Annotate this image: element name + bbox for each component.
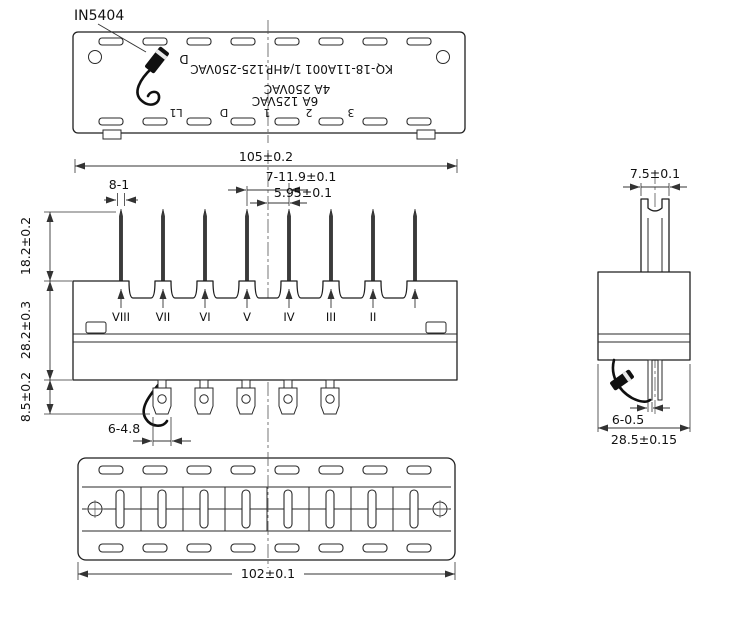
side-pin-channel [640, 198, 670, 272]
dim-terminal-thickness-group: 6-0.5 [612, 402, 670, 427]
dim-pin-height-group: 18.2±0.2 [18, 211, 116, 282]
top-mount-clip-right [416, 129, 436, 140]
dim-terminal-width-group: 6-4.8 [108, 417, 191, 446]
diode-icon [145, 46, 169, 74]
front-view: 105±0.2 8-1 7-11.9±0. [18, 149, 458, 448]
dim-depth-group: 28.5±0.15 [597, 364, 691, 447]
bottom-dividers [140, 487, 394, 531]
pin-label-vii: VII [156, 310, 171, 324]
diode-part-label: IN5404 [74, 8, 124, 24]
top-hole-right [436, 50, 450, 64]
front-wire [142, 382, 169, 427]
print-rating-hp: 1/4HP.125-250VAC [190, 62, 301, 76]
front-clip-left [85, 321, 107, 334]
dim-pin-pitch-group: 7-11.9±0.1 [228, 169, 336, 206]
side-body-outline [597, 271, 691, 361]
pin-label-iii: III [326, 310, 336, 324]
pin-label-ii: II [370, 310, 377, 324]
top-print-rotated: D KQ-18-11A001 1/4HP.125-250VAC 4A 250VA… [169, 52, 393, 119]
diode-leader-line [97, 23, 147, 53]
dim-terminal-height: 8.5±0.2 [18, 372, 33, 422]
dim-half-pitch-group: 5.95±0.1 [250, 185, 332, 207]
pin-leader-arrows [117, 289, 419, 308]
dim-overall-width-group: 105±0.2 [74, 149, 458, 173]
dim-mounting-width: 102±0.1 [241, 566, 295, 581]
dim-pin-height: 18.2±0.2 [18, 217, 33, 275]
dim-pin-pitch: 7-11.9±0.1 [266, 169, 337, 184]
print-rating-250v: 4A 250VAC [264, 82, 330, 96]
side-diode-icon [610, 369, 634, 391]
dim-overall-width: 105±0.2 [239, 149, 293, 164]
bottom-slots-row-upper [98, 465, 432, 475]
print-model-number: KQ-18-11A001 [305, 62, 393, 76]
front-terminals [152, 379, 340, 415]
dim-pin-count: 8-1 [109, 177, 129, 192]
dim-top-width: 7.5±0.1 [630, 166, 680, 181]
terminal-mark-3: 3 [348, 106, 355, 119]
terminal-mark-1: 1 [264, 106, 271, 119]
dim-body-height: 28.2±0.3 [18, 301, 33, 359]
bottom-hole-left [86, 500, 104, 518]
terminal-mark-d: D [220, 106, 228, 119]
top-hole-left [88, 50, 102, 64]
dim-terminal-height-group: 8.5±0.2 [18, 372, 150, 422]
terminal-mark-l1: L1 [169, 106, 182, 119]
bottom-view: 102±0.1 [77, 452, 456, 581]
pin-label-vi: VI [199, 310, 210, 324]
bottom-hole-right [431, 500, 449, 518]
side-wire [611, 358, 652, 404]
dim-top-width-group: 7.5±0.1 [623, 166, 687, 196]
dim-pin-count-group: 8-1 [104, 177, 138, 206]
terminal-mark-2: 2 [306, 106, 313, 119]
top-slots-row-lower [98, 117, 432, 126]
front-clip-right [425, 321, 447, 334]
pin-label-v: V [243, 310, 251, 324]
bottom-slots-row-lower [98, 543, 432, 553]
dim-mounting-width-group: 102±0.1 [77, 562, 456, 581]
dim-half-pitch: 5.95±0.1 [274, 185, 332, 200]
dim-depth: 28.5±0.15 [611, 432, 677, 447]
diode-wire [136, 66, 161, 106]
pins [119, 208, 417, 283]
side-view: 7.5±0.1 6-0.5 28.5±0.15 [597, 166, 691, 447]
pin-roman-labels: VIII VII VI V IV III II [112, 310, 376, 324]
top-housing-outline [72, 31, 466, 134]
dim-body-height-group: 28.2±0.3 [18, 281, 72, 381]
print-rating-125v: 6A 125VAC [252, 94, 318, 108]
top-view: D KQ-18-11A001 1/4HP.125-250VAC 4A 250VA… [72, 8, 466, 143]
pin-label-iv: IV [283, 310, 294, 324]
top-mount-clip-left [102, 129, 122, 140]
top-slots-row-upper [98, 37, 432, 46]
dim-terminal-thickness: 6-0.5 [612, 412, 644, 427]
print-mark-d: D [179, 52, 188, 66]
front-body-outline [72, 280, 458, 381]
side-terminal-tab-1 [647, 359, 653, 401]
pin-label-viii: VIII [112, 310, 130, 324]
side-terminal-tab-2 [657, 359, 663, 401]
dim-terminal-width: 6-4.8 [108, 421, 140, 436]
bottom-stem-slots [115, 489, 419, 529]
